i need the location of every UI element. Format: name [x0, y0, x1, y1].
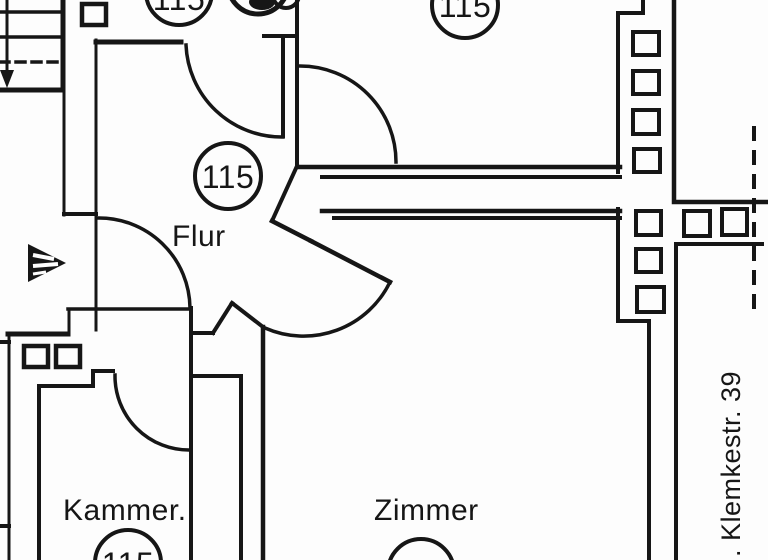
door-swing-arc-zimmer — [262, 279, 393, 338]
corridor-walls — [262, 163, 623, 338]
room-label-flur: Flur — [172, 220, 226, 253]
wall-post-square — [631, 69, 661, 96]
badge-circle — [388, 537, 454, 560]
wall-post-square — [631, 30, 661, 57]
right-exterior-wall — [616, 0, 768, 560]
small-circle-symbol — [271, 0, 301, 10]
window-square — [79, 1, 109, 28]
wall-post-square — [632, 147, 662, 174]
badge-top-left: 115 — [144, 0, 214, 27]
jamb-wall-diagonal — [229, 300, 266, 330]
staircase — [0, 0, 98, 217]
room-label-zimmer: Zimmer — [374, 494, 479, 527]
badge-number: 115 — [395, 555, 448, 560]
badge-number: 115 — [102, 546, 155, 560]
wall-post-square — [634, 247, 663, 274]
badge-circle — [93, 528, 163, 560]
wall-post-square — [631, 108, 661, 136]
badge-zimmer: 115 — [388, 537, 454, 560]
badge-number: 115 — [153, 0, 206, 17]
kammer-walls — [0, 300, 266, 560]
badge-circle — [193, 141, 263, 211]
door-swing-arc-flur-left — [95, 216, 192, 310]
door-swing-arc-kammer — [113, 373, 192, 452]
chamfer-wall — [268, 217, 315, 245]
room-label-kammer: Kammer. — [63, 494, 187, 527]
stair-down-arrow-icon — [0, 70, 14, 88]
jamb-wall-diagonal — [210, 300, 235, 336]
badge-top-right: 115 — [430, 0, 500, 40]
wall-post-square — [635, 285, 666, 314]
door-swing-arc-top-center-room — [298, 64, 398, 164]
street-address-label: . Klemkestr. 39 — [716, 371, 746, 557]
entrance-arrow-icon — [28, 244, 66, 282]
wall-post-square — [682, 209, 712, 238]
badge-number: 115 — [202, 159, 255, 195]
wall-post-square — [53, 343, 83, 370]
wall-post-square — [720, 207, 749, 237]
hallway-walls — [66, 0, 398, 335]
badge-kammer: 115 — [93, 528, 163, 560]
top-edge-partial-symbols — [229, 0, 301, 17]
door-leaf-zimmer — [307, 237, 394, 286]
badge-flur: 115 — [193, 141, 263, 211]
right-wall-inner-upper — [616, 0, 645, 174]
right-wall-outer-upper — [671, 0, 768, 205]
door-swing-arc-top-left-room — [184, 43, 285, 139]
badge-circle — [144, 0, 214, 27]
partial-circle-symbol — [229, 0, 287, 17]
chamfer-wall — [269, 163, 300, 224]
badge-circle — [430, 0, 500, 40]
badge-number: 115 — [439, 0, 492, 24]
wall-post-square — [634, 209, 663, 237]
wall-post-square — [21, 343, 51, 370]
symbol-blob — [249, 0, 275, 10]
